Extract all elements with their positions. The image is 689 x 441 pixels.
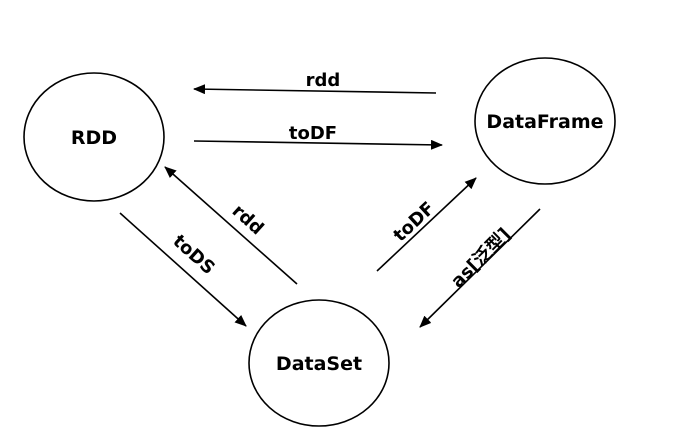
edge-dataframe-to-rdd-arrow [193, 84, 437, 95]
edge-rdd-to-dataframe: toDF [193, 123, 443, 150]
edge-dataframe-to-dataset-label: as[泛型] [446, 223, 515, 292]
edge-dataframe-to-rdd-label: rdd [306, 70, 341, 91]
edge-dataframe-to-dataset: as[泛型] [419, 208, 541, 328]
node-dataframe-circle [474, 57, 616, 185]
node-rdd-circle [23, 72, 165, 202]
edge-dataset-to-dataframe: toDF [376, 177, 477, 272]
edge-rdd-to-dataset-label: toDS [168, 231, 218, 279]
edge-dataframe-to-rdd: rdd [193, 70, 437, 95]
node-dataset: DataSet [248, 299, 390, 427]
edge-rdd-to-dataset-arrow [119, 212, 247, 327]
edge-dataset-to-rdd-label: rdd [228, 201, 268, 240]
edge-dataset-to-rdd: rdd [164, 166, 298, 285]
node-rdd-label: RDD [71, 127, 117, 149]
node-dataset-label: DataSet [276, 353, 362, 375]
node-rdd: RDD [23, 72, 165, 202]
edge-dataframe-to-dataset-arrow [419, 208, 541, 328]
edge-dataset-to-dataframe-arrow [376, 177, 477, 272]
edge-rdd-to-dataframe-label: toDF [289, 123, 337, 144]
edge-dataset-to-rdd-arrow [164, 166, 298, 285]
edge-rdd-to-dataset: toDS [119, 212, 247, 327]
node-dataframe: DataFrame [474, 57, 616, 185]
edge-dataset-to-dataframe-label: toDF [389, 198, 439, 246]
node-dataframe-label: DataFrame [486, 111, 603, 133]
edge-rdd-to-dataframe-arrow [193, 139, 443, 150]
node-dataset-circle [248, 299, 390, 427]
